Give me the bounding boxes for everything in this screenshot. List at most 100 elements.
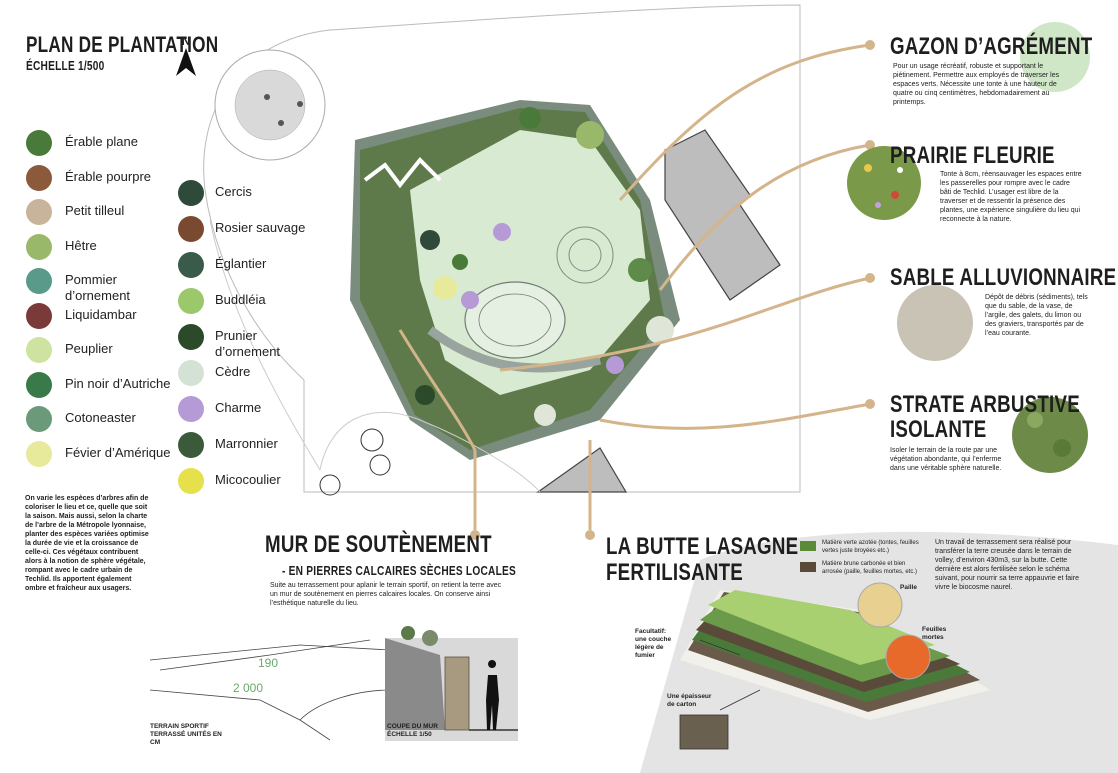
plan-scale: ÉCHELLE 1/500 [26,58,105,73]
butte-label-fumier: Facultatif: une couche légère de fumier [635,628,672,659]
legend-label: Buddléia [215,292,266,307]
legend-label: Liquidambar [65,306,137,322]
butte-text: Un travail de terrassement sera réalisé … [935,539,1079,591]
legend-tree-icon [26,130,52,156]
tree-marker [433,276,457,300]
legend-tree-icon [26,233,52,260]
legend-label: Hêtre [65,237,97,253]
prairie-flower-dot [864,164,872,172]
legend-tree-icon [26,268,52,294]
legend-label: Cotoneaster [65,410,136,425]
strate-texture [1027,412,1043,428]
legend-tree-icon [178,216,204,242]
legend-label: Peuplier [65,341,113,356]
carton-stack [679,714,729,750]
walkway [427,326,602,373]
sable-swatch [897,285,973,361]
tree-marker [606,356,624,374]
roundabout-inner [234,69,306,141]
legend-tree-icon [178,360,204,386]
wall-shrub [401,626,415,640]
strate-title-2: ISOLANTE [890,416,987,443]
tree-marker [461,291,479,309]
legend-label: Cercis [215,184,252,199]
wall-soil [385,638,445,730]
legend-label: Prunier d’ornement [215,328,281,359]
butte-label-carton: Une épaisseur de carton [667,693,712,708]
leader-dot [470,530,480,540]
mur-caption-terrace: TERRAIN SPORTIF TERRASSÉ UNITÉS EN CM [150,723,222,746]
building [664,129,781,301]
legend-tree-icon [178,288,204,314]
mur-title: MUR DE SOUTÈNEMENT [265,531,492,558]
strate-title-1: STRATE ARBUSTIVE [890,391,1080,418]
butte-legend-brown: Matière brune carbonée et bien arrosée (… [822,561,918,575]
legend-label: Cèdre [215,364,251,379]
legend-brown-swatch [800,562,816,572]
legend-label: Micocoulier [215,472,281,487]
strate-texture [1053,439,1071,457]
gazon-title: GAZON D’AGRÉMENT [890,33,1093,60]
legend-green-swatch [800,541,816,551]
wall-shrub [422,630,438,646]
lower-lawn-outline [319,411,541,493]
leader-dot [585,530,595,540]
building [536,447,628,493]
north-arrow-icon [176,48,196,76]
strate-text: Isoler le terrain de la route par une vé… [890,447,1002,472]
tree-marker [628,258,652,282]
mur-text: Suite au terrassement pour aplanir le te… [270,582,502,607]
mur-caption-wall: COUPE DU MUR ÉCHELLE 1/50 [387,723,438,738]
zigzag-path [363,157,442,189]
north-label: N [181,34,191,48]
leader-line-gazon [618,43,871,201]
tree-marker [576,121,604,149]
leader-dot [865,399,875,409]
sketch-tree [360,428,384,452]
sketch-tree [319,474,341,496]
legend-label: Églantier [215,256,267,271]
legend-label: Charme [215,400,262,415]
tree-marker [534,404,556,426]
street-curve [209,219,321,471]
mur-dimension-1: 190 [258,656,278,670]
legend-tree-icon [178,180,204,206]
legend-label: Rosier sauvage [215,220,306,235]
legend-label: Érable plane [65,134,138,149]
roundabout-tree [297,101,303,107]
terrace-drawing [149,639,391,741]
butte-label-feuilles: Feuilles mortes [922,626,947,641]
legend-label: Marronnier [215,436,278,451]
sport-field-inner [478,293,552,347]
prairie-title: PRAIRIE FLEURIE [890,142,1055,169]
legend-tree-icon [26,302,52,329]
roundabout-tree [278,120,284,126]
label-pointer [699,639,741,656]
prairie-text: Tonte à 8cm, réensauvager les espaces en… [940,171,1082,223]
legend-tree-icon [178,324,204,350]
tree-marker [493,223,511,241]
legend-tree-icon [178,432,204,458]
roundabout-tree [264,94,270,100]
leader-dot [865,40,875,50]
tree-marker [519,107,541,129]
prairie-flower-dot [897,167,903,173]
silhouette [486,660,499,730]
leader-line-mur-plan [398,329,477,451]
legend-tree-icon [26,371,52,398]
butte-legend-green: Matière verte azotée (tontes, feuilles v… [822,540,919,554]
sport-field [464,281,566,359]
amphitheatre [556,226,614,284]
butte-label-paille: Paille [900,584,917,591]
gazon-text: Pour un usage récréatif, robuste et supp… [893,63,1060,106]
legend-label: Pin noir d’Autriche [65,375,171,391]
prairie-swatch [847,146,921,220]
legend-tree-icon [26,406,52,432]
feuilles-circle [885,634,931,680]
amphitheatre-inner [568,238,602,272]
north-arrow: N [176,34,196,78]
butte-title-1: LA BUTTE LASAGNE [606,533,799,560]
prairie-flower-dot [891,191,899,199]
legend-note: On varie les espèces d’arbres afin de co… [25,495,149,592]
